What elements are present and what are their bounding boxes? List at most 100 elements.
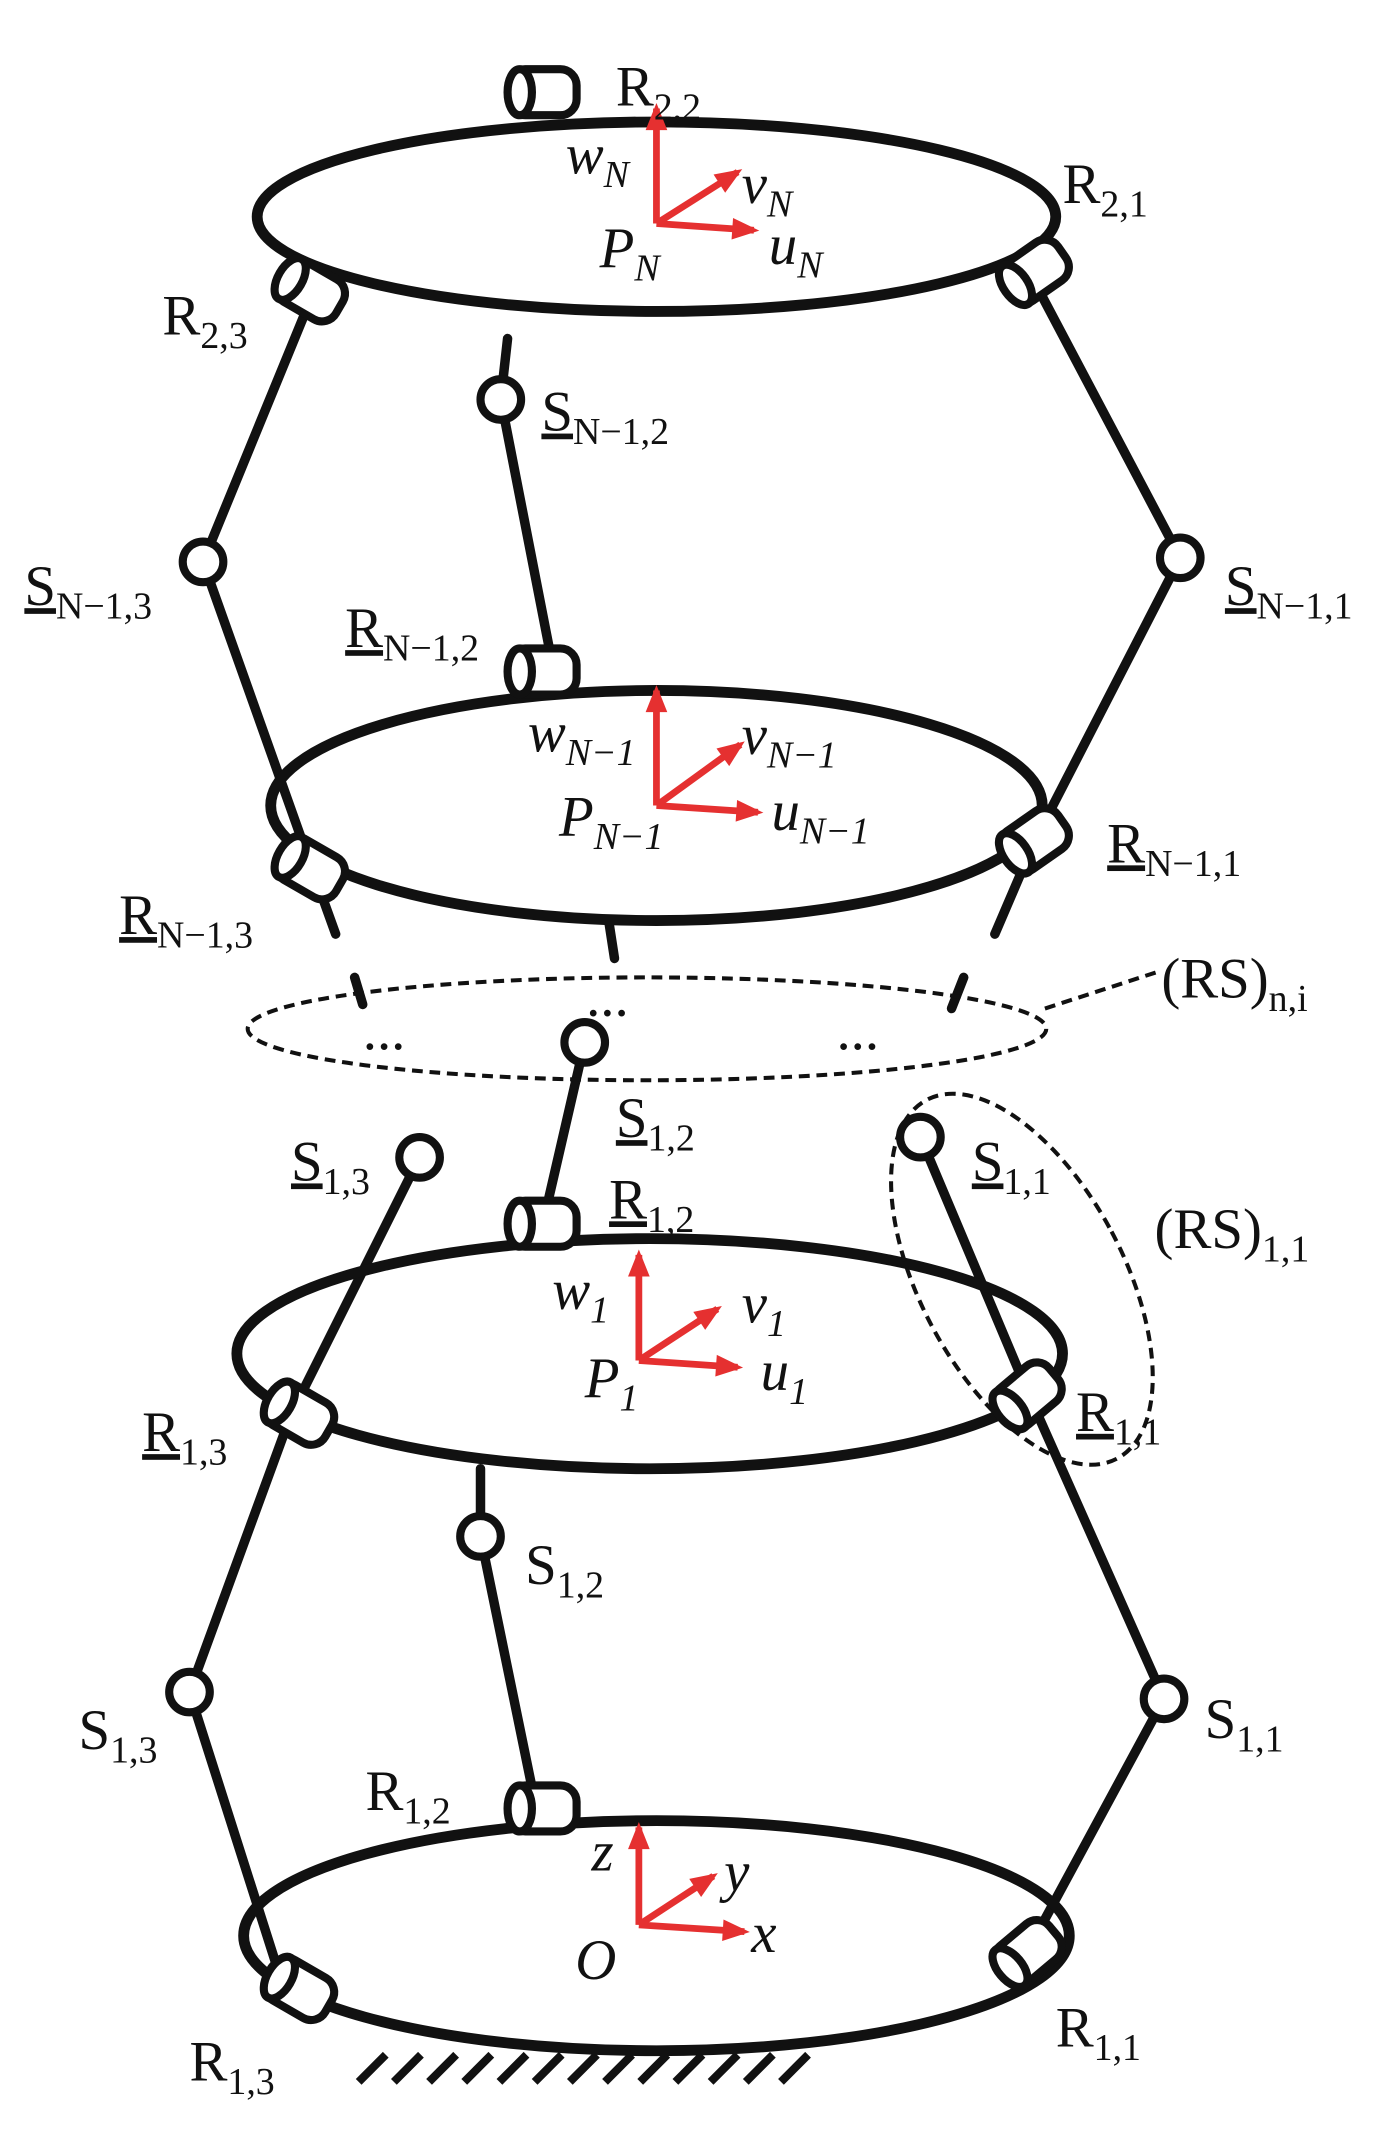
revolute-joint-icon — [259, 1952, 339, 2025]
label-wn: wN — [566, 123, 632, 196]
label-s12: S1,2 — [525, 1534, 604, 1607]
revolute-joint-icon — [259, 1377, 339, 1449]
label-ur12: R1,2 — [609, 1168, 694, 1241]
label-un: uN — [769, 214, 825, 287]
spherical-joint-icon — [1139, 1674, 1189, 1724]
hatch-stroke — [672, 2051, 706, 2085]
coordinate-frames — [628, 103, 764, 1942]
frame-axes-icon — [628, 1249, 744, 1377]
revolute-joint-icon — [503, 1196, 581, 1251]
label-u1: u1 — [761, 1340, 808, 1413]
spherical-joint-icon — [1155, 533, 1205, 583]
label-r13: R1,3 — [189, 2031, 274, 2104]
hatch-stroke — [355, 2051, 389, 2085]
label-un1: uN−1 — [772, 780, 870, 853]
label-us11: S1,1 — [972, 1130, 1051, 1203]
ellipsis-center: ... — [586, 965, 629, 1028]
revolute-joint-icon — [994, 235, 1073, 310]
revolute-joint-icon — [994, 804, 1073, 878]
hatch-stroke — [742, 2051, 776, 2085]
label-o: O — [575, 1929, 616, 1992]
frame-axes-icon — [645, 103, 760, 240]
ground-hatch — [355, 2051, 811, 2085]
label-rn13: RN−1,3 — [119, 884, 253, 957]
repeated-stage-leader — [1044, 970, 1158, 1011]
label-r11: R1,1 — [1056, 1997, 1141, 2070]
base-platform — [238, 1815, 1075, 2057]
spherical-joint-icon — [178, 537, 228, 587]
frame-axes-icon — [628, 1821, 750, 1942]
revolute-joint-icon — [503, 644, 581, 699]
ellipsis-left: ... — [363, 999, 406, 1062]
label-rn11: RN−1,1 — [1107, 812, 1241, 885]
label-y: y — [719, 1841, 750, 1904]
link-chain-1-lower — [915, 1132, 1170, 1954]
ellipsis-right: ... — [836, 999, 879, 1062]
hatch-stroke — [461, 2051, 495, 2085]
link-chain-1-upper — [990, 266, 1186, 939]
spherical-joint-icon — [456, 1512, 505, 1561]
revolute-joint-icon — [270, 832, 350, 904]
label-us12: S1,2 — [616, 1087, 695, 1160]
platform-1 — [231, 1233, 1068, 1475]
dashed-groups — [245, 970, 1158, 1467]
label-sn12: SN−1,2 — [541, 381, 669, 454]
label-w1: w1 — [552, 1259, 609, 1332]
label-r12: R1,2 — [365, 1760, 450, 1833]
label-rs11: (RS)1,1 — [1155, 1198, 1310, 1271]
link-chain-2-mid — [539, 1037, 590, 1224]
hatch-stroke — [426, 2051, 460, 2085]
label-z: z — [590, 1821, 613, 1884]
frame-axes-icon — [645, 685, 764, 822]
revolute-joint-icon — [988, 1358, 1066, 1434]
label-r23: R2,3 — [162, 284, 247, 357]
hatch-stroke — [778, 2051, 811, 2085]
label-ur11: R1,1 — [1076, 1381, 1161, 1454]
label-s11: S1,1 — [1205, 1688, 1284, 1761]
hatch-stroke — [602, 2051, 635, 2085]
spherical-joint-icon — [896, 1112, 945, 1162]
label-vn1: vN−1 — [742, 704, 837, 777]
label-rsni: (RS)n,i — [1161, 948, 1307, 1021]
spherical-joint-icon — [165, 1667, 214, 1717]
revolute-joint-icon — [988, 1916, 1066, 1991]
label-sn13: SN−1,3 — [24, 555, 152, 628]
repeated-stage-ellipse — [245, 975, 1049, 1083]
label-r22: R2,2 — [616, 56, 701, 129]
hatch-stroke — [391, 2051, 424, 2085]
label-p1: P1 — [584, 1347, 639, 1420]
rs11-group-ellipse — [889, 1091, 1155, 1467]
revolute-joints — [259, 65, 1073, 2025]
ellipsis-marks: ... ... ... — [363, 965, 879, 1062]
revolute-joint-icon — [503, 1781, 581, 1836]
label-rn12: RN−1,2 — [345, 597, 479, 670]
spherical-joint-icon — [476, 375, 526, 424]
label-wn1: wN−1 — [528, 701, 636, 774]
revolute-joint-icon — [270, 254, 350, 326]
hatch-stroke — [707, 2051, 741, 2085]
label-sn11: SN−1,1 — [1225, 555, 1353, 628]
link-stub — [946, 972, 969, 1014]
spherical-joint-icon — [560, 1018, 610, 1067]
label-pn1: PN−1 — [558, 785, 663, 858]
label-s13: S1,3 — [79, 1699, 158, 1772]
link-stub — [604, 918, 620, 964]
label-vn: vN — [742, 153, 795, 226]
label-pn: PN — [599, 217, 663, 290]
label-us13: S1,3 — [291, 1130, 370, 1203]
hatch-stroke — [496, 2051, 530, 2085]
revolute-joint-icon — [503, 65, 581, 120]
label-v1: v1 — [742, 1273, 786, 1346]
hatch-stroke — [637, 2051, 671, 2085]
label-ur13: R1,3 — [142, 1401, 227, 1474]
label-x: x — [750, 1902, 776, 1965]
hatch-stroke — [531, 2051, 565, 2085]
link-chain-3-lower — [184, 1152, 425, 1995]
spherical-joint-icon — [395, 1133, 444, 1182]
spherical-joints — [165, 375, 1205, 1724]
link-chain-3-upper — [197, 286, 341, 939]
link-stub — [349, 972, 368, 1010]
hatch-stroke — [566, 2051, 600, 2085]
